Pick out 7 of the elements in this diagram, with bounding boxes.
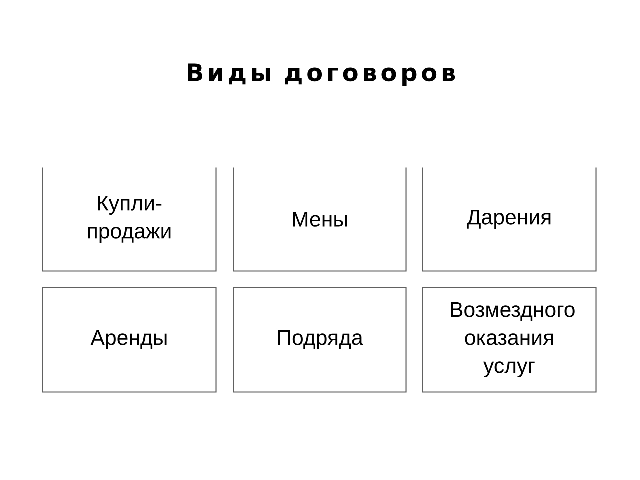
text-box: Мены	[233, 168, 407, 272]
title: Виды договоров	[188, 64, 456, 86]
text-box: Возмездного оказания услуг	[422, 287, 597, 393]
text-box: Аренды	[42, 287, 217, 393]
text-box: Купли-продажи	[42, 168, 217, 272]
text-box: Подряда	[233, 287, 407, 393]
text-box: Дарения	[422, 168, 597, 272]
